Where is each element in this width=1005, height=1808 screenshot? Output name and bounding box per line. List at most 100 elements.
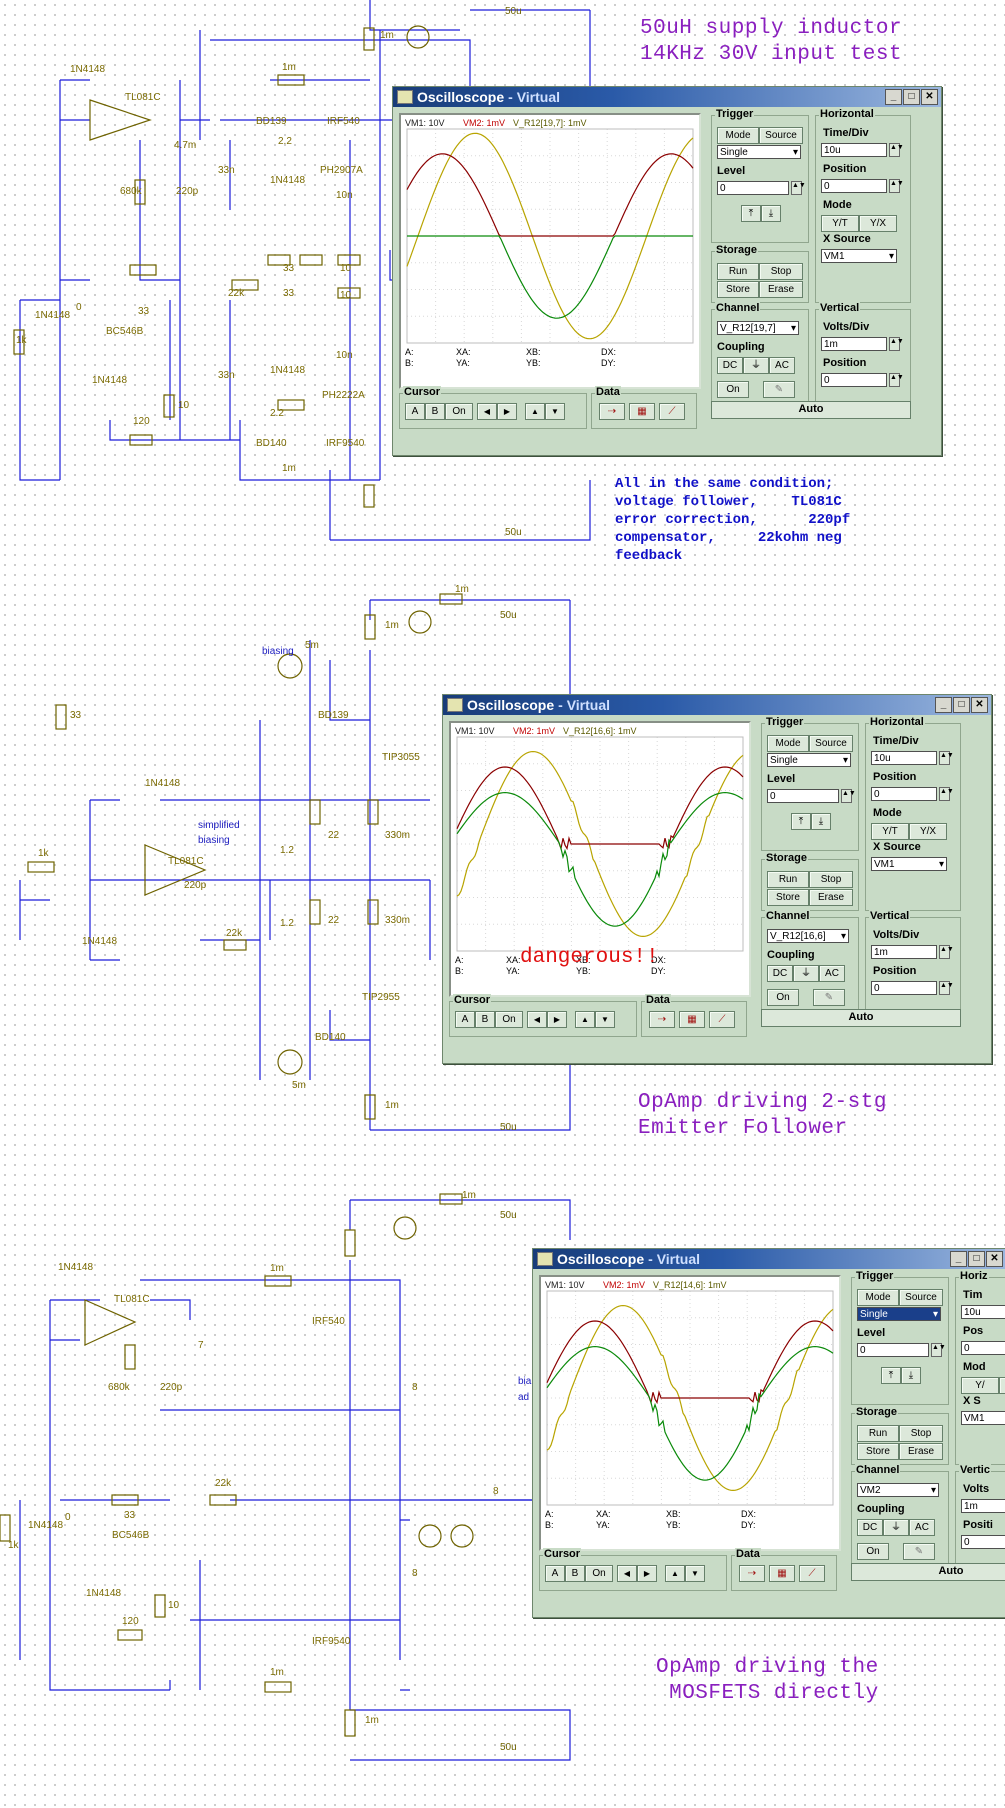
cursor-down-icon[interactable]: ▼ (595, 1011, 615, 1028)
dc-button[interactable]: DC (717, 357, 743, 374)
close-icon[interactable]: ✕ (986, 1251, 1003, 1267)
auto-button[interactable]: Auto (711, 401, 911, 419)
cursor-down-icon[interactable]: ▼ (545, 403, 565, 420)
close-icon[interactable]: ✕ (971, 697, 988, 713)
dc-button[interactable]: DC (767, 965, 793, 982)
channel-on-button[interactable]: On (857, 1543, 889, 1560)
data-plot-icon[interactable]: ⟋ (709, 1011, 735, 1028)
time-div-input[interactable]: 10u (871, 751, 937, 765)
h-position-spinner[interactable]: ▲▼ (939, 787, 954, 801)
cursor-up-icon[interactable]: ▲ (575, 1011, 595, 1028)
store-button[interactable]: Store (717, 281, 759, 298)
h-position-input[interactable]: 0 (821, 179, 887, 193)
probe-icon[interactable]: ✎ (763, 381, 795, 398)
oscilloscope-titlebar[interactable]: Oscilloscope- Virtual_□✕ (393, 87, 941, 107)
cursor-a-button[interactable]: A (405, 403, 425, 420)
cursor-right-icon[interactable]: ▶ (497, 403, 517, 420)
data-export-icon[interactable]: ⇢ (649, 1011, 675, 1028)
yt-button[interactable]: Y/ (961, 1377, 999, 1394)
yx-button[interactable]: Y/X (859, 215, 897, 232)
trigger-source-button[interactable]: Source (809, 735, 853, 752)
cursor-b-button[interactable]: B (565, 1565, 585, 1582)
channel-select[interactable]: V_R12[16,6] (767, 929, 849, 944)
yx-button[interactable]: Y/X (909, 823, 947, 840)
maximize-icon[interactable]: □ (953, 697, 970, 713)
maximize-icon[interactable]: □ (903, 89, 920, 105)
run-button[interactable]: Run (717, 263, 759, 280)
x-source-select[interactable]: VM1 (961, 1411, 1005, 1425)
stop-button[interactable]: Stop (809, 871, 853, 888)
v-position-input[interactable]: 0 (821, 373, 887, 387)
channel-select[interactable]: VM2 (857, 1483, 939, 1498)
cursor-up-icon[interactable]: ▲ (525, 403, 545, 420)
x-source-select[interactable]: VM1 (821, 249, 897, 264)
cursor-up-icon[interactable]: ▲ (665, 1565, 685, 1582)
h-position-spinner[interactable]: ▲▼ (889, 179, 904, 193)
trigger-mode-button[interactable]: Mode (767, 735, 809, 752)
rising-edge-icon[interactable]: ⤒ (791, 813, 811, 830)
trigger-single-select[interactable]: Single (717, 145, 801, 160)
data-save-icon[interactable]: ▦ (629, 403, 655, 420)
run-button[interactable]: Run (857, 1425, 899, 1442)
trigger-source-button[interactable]: Source (899, 1289, 943, 1306)
erase-button[interactable]: Erase (809, 889, 853, 906)
store-button[interactable]: Store (857, 1443, 899, 1460)
gnd-button[interactable]: ⏚ (883, 1519, 909, 1536)
trigger-level-spinner[interactable]: ▲▼ (841, 789, 856, 803)
cursor-right-icon[interactable]: ▶ (637, 1565, 657, 1582)
channel-select[interactable]: V_R12[19,7] (717, 321, 799, 336)
probe-icon[interactable]: ✎ (813, 989, 845, 1006)
time-div-input[interactable]: 10u (961, 1305, 1005, 1319)
volts-div-input[interactable]: 1m (961, 1499, 1005, 1513)
volts-div-spinner[interactable]: ▲▼ (889, 337, 904, 351)
cursor-left-icon[interactable]: ◀ (477, 403, 497, 420)
gnd-button[interactable]: ⏚ (793, 965, 819, 982)
data-plot-icon[interactable]: ⟋ (659, 403, 685, 420)
trigger-single-select[interactable]: Single (857, 1307, 941, 1322)
store-button[interactable]: Store (767, 889, 809, 906)
gnd-button[interactable]: ⏚ (743, 357, 769, 374)
trigger-source-button[interactable]: Source (759, 127, 803, 144)
time-div-spinner[interactable]: ▲▼ (939, 751, 954, 765)
channel-on-button[interactable]: On (767, 989, 799, 1006)
minimize-icon[interactable]: _ (885, 89, 902, 105)
falling-edge-icon[interactable]: ⤓ (811, 813, 831, 830)
dc-button[interactable]: DC (857, 1519, 883, 1536)
data-save-icon[interactable]: ▦ (679, 1011, 705, 1028)
cursor-right-icon[interactable]: ▶ (547, 1011, 567, 1028)
trigger-level-input[interactable]: 0 (767, 789, 839, 803)
volts-div-input[interactable]: 1m (871, 945, 937, 959)
falling-edge-icon[interactable]: ⤓ (901, 1367, 921, 1384)
volts-div-input[interactable]: 1m (821, 337, 887, 351)
v-position-input[interactable]: 0 (961, 1535, 1005, 1549)
auto-button[interactable]: Auto (761, 1009, 961, 1027)
erase-button[interactable]: Erase (899, 1443, 943, 1460)
oscilloscope-titlebar[interactable]: Oscilloscope- Virtual_□✕ (443, 695, 991, 715)
trigger-mode-button[interactable]: Mode (857, 1289, 899, 1306)
rising-edge-icon[interactable]: ⤒ (741, 205, 761, 222)
cursor-a-button[interactable]: A (545, 1565, 565, 1582)
cursor-a-button[interactable]: A (455, 1011, 475, 1028)
erase-button[interactable]: Erase (759, 281, 803, 298)
minimize-icon[interactable]: _ (935, 697, 952, 713)
ac-button[interactable]: AC (909, 1519, 935, 1536)
cursor-on-button[interactable]: On (585, 1565, 613, 1582)
close-icon[interactable]: ✕ (921, 89, 938, 105)
ac-button[interactable]: AC (769, 357, 795, 374)
oscilloscope-titlebar[interactable]: Oscilloscope- Virtual_□✕ (533, 1249, 1005, 1269)
data-export-icon[interactable]: ⇢ (739, 1565, 765, 1582)
auto-button[interactable]: Auto (851, 1563, 1005, 1581)
yt-button[interactable]: Y/T (871, 823, 909, 840)
v-position-input[interactable]: 0 (871, 981, 937, 995)
trigger-level-input[interactable]: 0 (717, 181, 789, 195)
time-div-spinner[interactable]: ▲▼ (889, 143, 904, 157)
maximize-icon[interactable]: □ (968, 1251, 985, 1267)
h-position-input[interactable]: 0 (871, 787, 937, 801)
run-button[interactable]: Run (767, 871, 809, 888)
cursor-on-button[interactable]: On (495, 1011, 523, 1028)
cursor-left-icon[interactable]: ◀ (617, 1565, 637, 1582)
volts-div-spinner[interactable]: ▲▼ (939, 945, 954, 959)
data-export-icon[interactable]: ⇢ (599, 403, 625, 420)
